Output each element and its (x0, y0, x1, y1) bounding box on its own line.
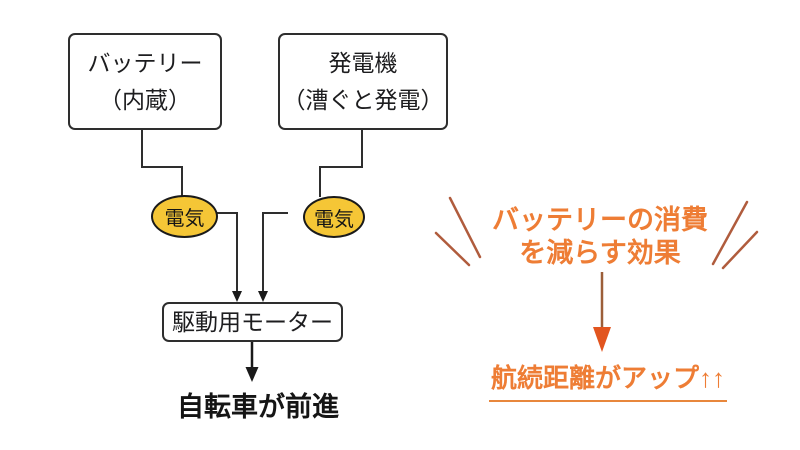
arrowhead-result-icon (245, 367, 259, 382)
emphasis-stroke-right-outer (711, 200, 749, 266)
electricity-bubble-left: 電気 (151, 195, 218, 238)
callout-headline: バッテリーの消費 を減らす効果 (455, 204, 745, 270)
electricity-bubble-right: 電気 (303, 196, 365, 238)
effect-label: 航続距離がアップ↑↑ (468, 358, 748, 402)
motor-node: 駆動用モーター (162, 302, 343, 342)
motor-label: 駆動用モーター (172, 309, 333, 335)
emphasis-stroke-right-inner (721, 230, 759, 270)
generator-label-line1: 発電機 (328, 49, 398, 76)
electricity-label-right: 電気 (314, 208, 354, 231)
battery-to-electricity-line (141, 130, 183, 196)
electricity-label-left: 電気 (164, 208, 205, 230)
callout-headline-line1: バッテリーの消費 (492, 205, 708, 235)
battery-label-line1: バッテリー (87, 49, 203, 76)
callout-headline-line2: を減らす効果 (519, 238, 681, 268)
generator-node: 発電機 （漕ぐと発電） (278, 33, 448, 130)
arrowhead-left-icon (232, 291, 242, 302)
emphasis-stroke-left-outer (448, 196, 482, 259)
emphasis-stroke-left-inner (434, 231, 471, 267)
electricity-right-to-motor-line (262, 212, 288, 293)
generator-to-electricity-line (319, 130, 363, 197)
callout-arrowhead-icon (593, 327, 611, 352)
battery-label-line2: （内蔵） (99, 86, 191, 113)
result-label: 自転車が前進 (177, 392, 339, 422)
effect-label-text: 航続距離がアップ↑↑ (488, 358, 727, 402)
battery-node: バッテリー （内蔵） (68, 33, 222, 130)
generator-label-line2: （漕ぐと発電） (282, 86, 444, 113)
arrowhead-right-icon (258, 291, 268, 302)
electricity-left-to-motor-line (213, 212, 238, 293)
